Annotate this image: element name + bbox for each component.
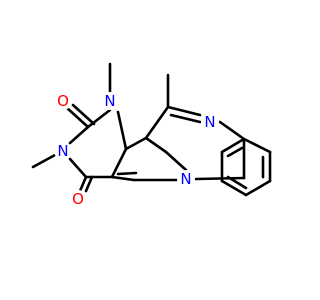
- atom-n4: N: [177, 170, 195, 188]
- bond-8: [71, 103, 96, 126]
- bond-26: [242, 137, 272, 154]
- bond-3: [68, 157, 88, 179]
- bond-12: [31, 153, 57, 169]
- bond-16: [116, 171, 138, 176]
- atom-o1: O: [54, 92, 72, 110]
- bond-17: [144, 136, 168, 154]
- bond-9: [78, 175, 88, 193]
- bond-10: [84, 175, 94, 193]
- bond-31: [226, 175, 248, 190]
- bond-29: [244, 179, 272, 197]
- atom-n1: N: [101, 92, 119, 110]
- atom-label-n1: N: [104, 92, 115, 110]
- atom-label-o1: O: [57, 92, 69, 110]
- bond-13: [124, 136, 148, 151]
- molecule-structure: O O N N N N: [31, 62, 272, 208]
- atom-n2: N: [54, 142, 72, 160]
- bond-layer: [31, 62, 272, 197]
- bond-5: [110, 147, 128, 179]
- bond-22: [218, 120, 246, 141]
- bond-1: [86, 108, 112, 129]
- bond-2: [68, 125, 90, 145]
- bond-6: [116, 110, 128, 151]
- bond-21: [169, 113, 202, 124]
- bond-30: [220, 179, 248, 197]
- atom-label-layer: O O N N N N: [54, 92, 219, 208]
- bond-14: [110, 175, 136, 182]
- bond-19: [144, 105, 170, 140]
- atom-o2: O: [69, 190, 87, 208]
- atom-n3: N: [201, 113, 219, 131]
- bond-18: [164, 150, 188, 172]
- bond-34: [226, 146, 244, 158]
- bond-20: [166, 105, 202, 117]
- atom-label-n2: N: [57, 142, 68, 160]
- bond-7: [65, 106, 90, 129]
- bond-24: [194, 176, 246, 181]
- atom-label-n3: N: [204, 113, 215, 131]
- atom-label-n4: N: [180, 170, 191, 188]
- atom-label-o2: O: [72, 190, 84, 208]
- bond-33: [220, 137, 246, 154]
